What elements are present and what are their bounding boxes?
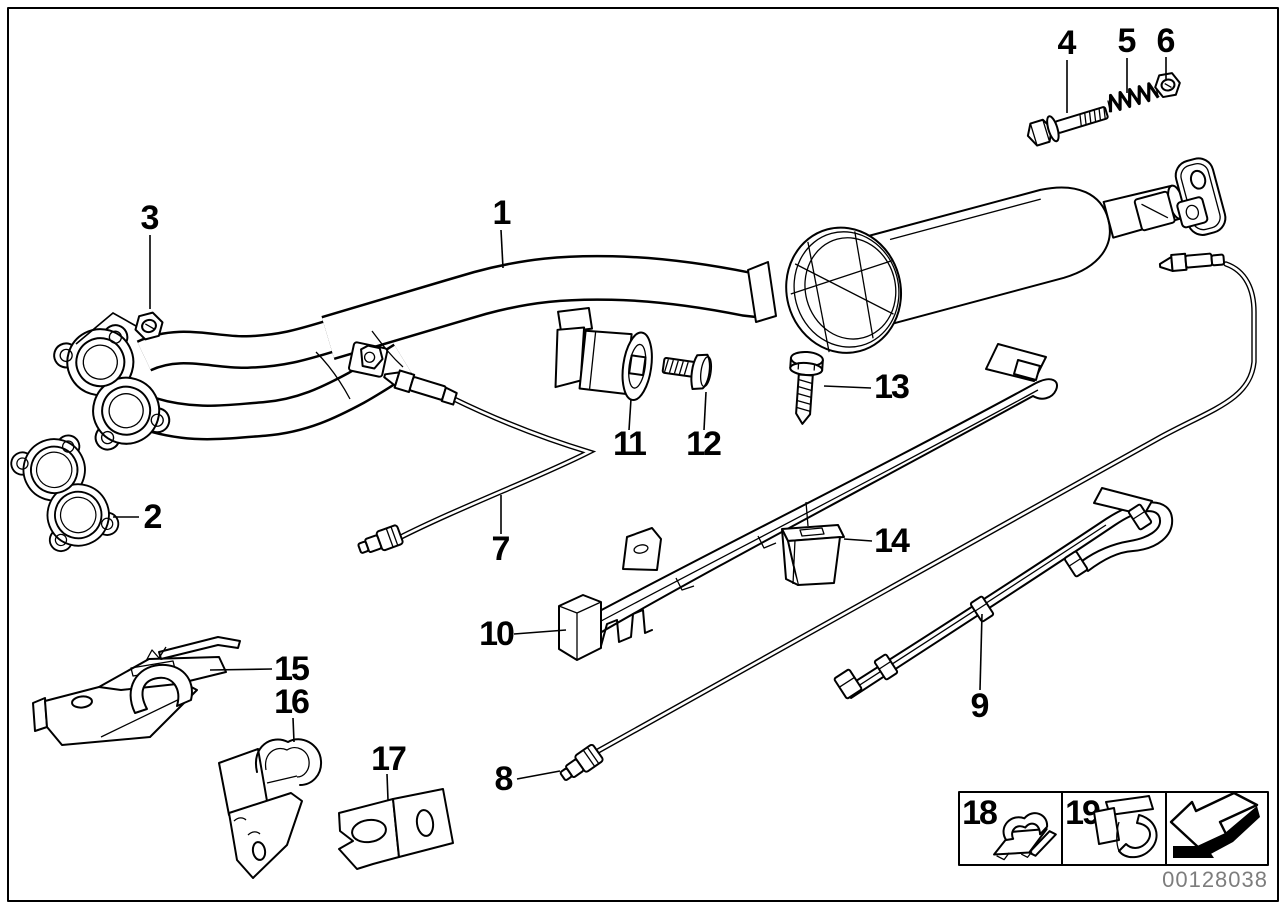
part-12-bolt: [661, 353, 713, 390]
callout-12[interactable]: 12: [686, 425, 723, 463]
leader-lines: [75, 57, 1167, 801]
leader-9: [979, 613, 983, 691]
part-10-support-rail: [558, 343, 1058, 661]
leader-8: [516, 770, 561, 780]
callout-9[interactable]: 9: [971, 687, 991, 725]
leader-13: [823, 385, 872, 389]
leader-12: [703, 391, 707, 431]
sensor-probe: [1158, 252, 1226, 272]
leader-17: [386, 773, 389, 801]
callout-3[interactable]: 3: [141, 199, 161, 237]
pipe-clamp: [348, 341, 389, 378]
image-id: 00128038: [1162, 867, 1268, 892]
callout-1[interactable]: 1: [493, 194, 513, 232]
callout-5[interactable]: 5: [1118, 22, 1138, 60]
part-6-nut: [1154, 72, 1181, 99]
part-16-bracket: [218, 738, 323, 879]
inlet-collar: [747, 261, 777, 323]
part-15-bracket: [32, 636, 241, 746]
leader-14: [843, 538, 873, 542]
callout-2[interactable]: 2: [144, 498, 164, 536]
callout-16[interactable]: 16: [274, 683, 311, 721]
part-7-oxygen-sensor: [357, 369, 597, 554]
legend-label-18[interactable]: 18: [962, 794, 999, 832]
channel-end-clip: [833, 668, 863, 700]
leader-1: [500, 229, 504, 269]
callout-labels: 1 2 3 4 5 6 7 8 9 10 11 12 13 14 15 16 1…: [141, 22, 1177, 798]
part-9-cable-channel: [833, 487, 1174, 700]
sensor-probe: [383, 369, 458, 406]
back-arrow-icon: [1169, 791, 1260, 858]
callout-8[interactable]: 8: [495, 760, 515, 798]
part-11-sensor-holder: [554, 306, 653, 401]
part-1-catalytic-converter: [785, 157, 1227, 354]
callout-14[interactable]: 14: [874, 522, 912, 560]
callout-7[interactable]: 7: [492, 530, 512, 568]
sensor-connector: [357, 524, 404, 554]
legend: 18 19: [958, 791, 1269, 866]
hose-clip-icon: [1093, 795, 1158, 859]
part-3-hex-nut: [134, 311, 164, 341]
part-4-bolt: [1026, 106, 1109, 147]
rail-tab: [622, 527, 662, 571]
part-2-exhaust-gasket: [10, 434, 120, 553]
front-flange: [53, 324, 171, 451]
callout-10[interactable]: 10: [479, 615, 516, 653]
part-8-oxygen-sensor: [559, 252, 1257, 781]
leader-10: [513, 629, 567, 635]
callout-15[interactable]: 15: [274, 650, 311, 688]
callout-13[interactable]: 13: [874, 368, 911, 406]
cable-clip-icon: [993, 812, 1057, 861]
leader-11: [628, 398, 632, 431]
leader-3-studs: [75, 312, 137, 345]
callout-4[interactable]: 4: [1058, 24, 1079, 62]
callout-17[interactable]: 17: [371, 740, 408, 778]
rail-end-channel: [558, 594, 602, 661]
page-border: [7, 7, 1279, 902]
leader-16: [292, 717, 295, 743]
part-14-rubber-mount: [781, 524, 845, 586]
leader-15: [209, 668, 273, 671]
part-13-screw: [789, 350, 824, 425]
sensor-connector: [559, 743, 604, 781]
callout-11[interactable]: 11: [613, 425, 648, 463]
callout-6[interactable]: 6: [1157, 22, 1177, 60]
converter-face: [785, 226, 903, 354]
part-17-bracket: [338, 788, 454, 870]
